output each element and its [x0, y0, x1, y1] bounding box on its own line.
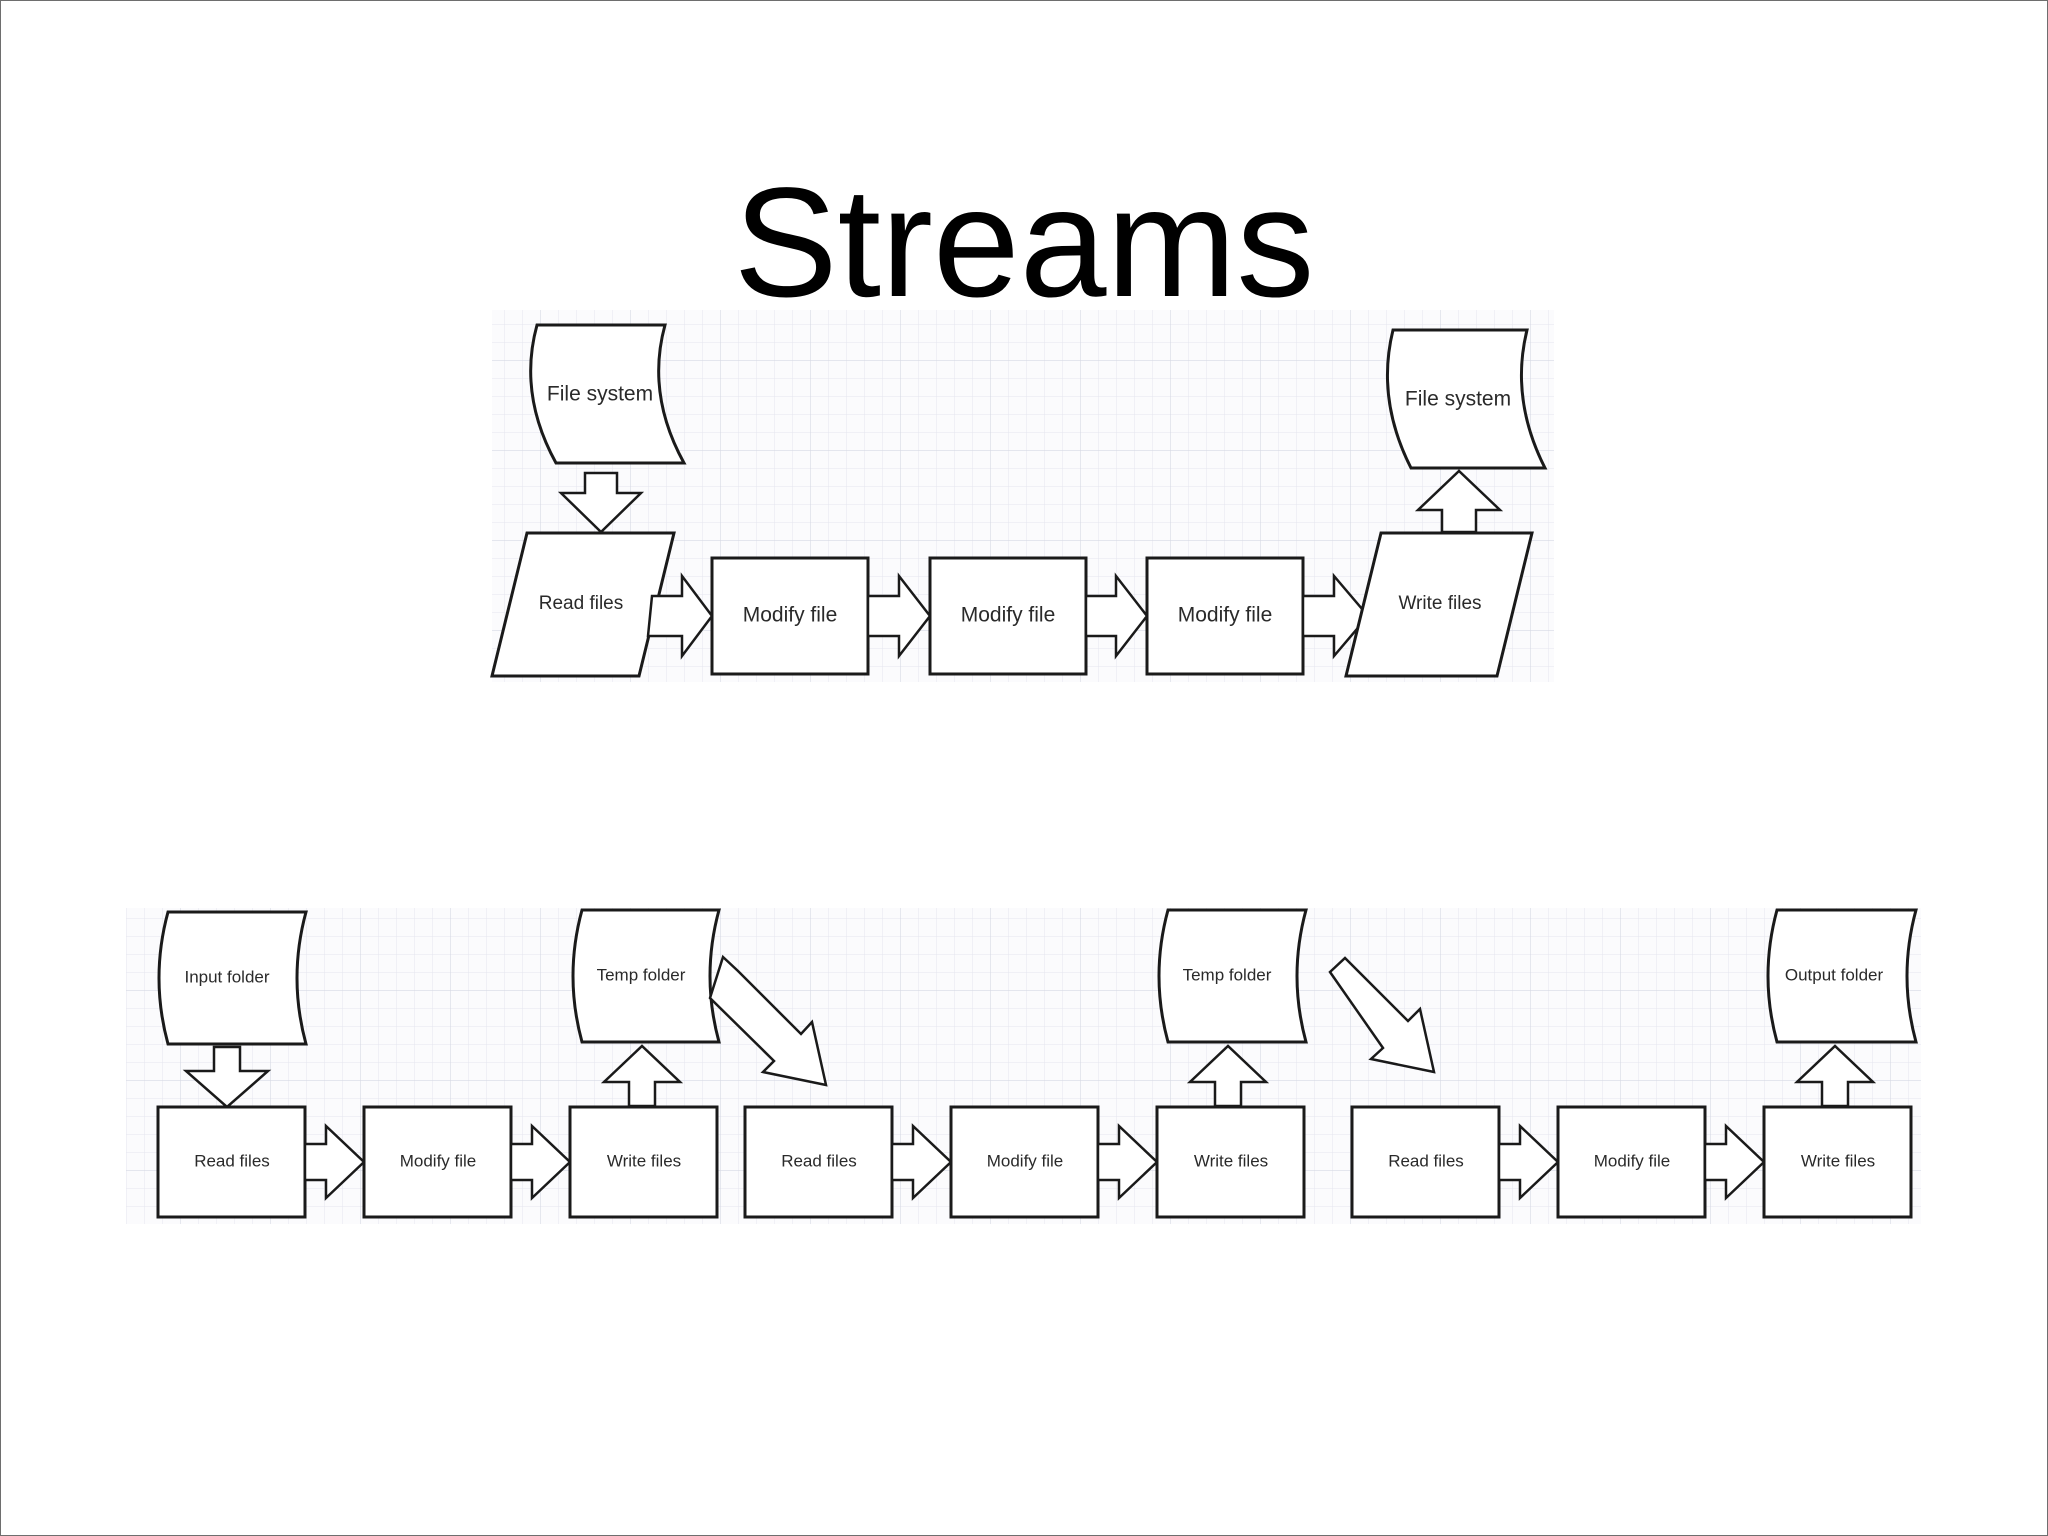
top-up-arrow	[1414, 469, 1504, 534]
bottom-up-arrow-2	[1186, 1044, 1270, 1108]
bottom-stage-2-write-files: Write files	[1155, 1105, 1306, 1219]
bottom-stage-3-read-label: Read files	[1388, 1151, 1464, 1170]
bottom-up-arrow-3	[1793, 1044, 1877, 1108]
bottom-diagonal-arrow-1	[708, 954, 828, 1087]
bottom-stage-3-read-files: Read files	[1350, 1105, 1501, 1219]
top-diagram: File system Read files Modify file Modif…	[490, 310, 1554, 682]
top-file-system-source: File system	[529, 323, 687, 465]
bottom-stage-1-arrow-2	[509, 1123, 572, 1201]
bottom-stage-3-modify-file: Modify file	[1556, 1105, 1707, 1219]
bottom-stage-2-read-label: Read files	[781, 1151, 857, 1170]
bottom-stage-2: Read files Modify file Write files	[743, 1105, 1306, 1219]
bottom-input-folder: Input folder	[157, 910, 308, 1046]
bottom-stage-3-arrow-2	[1703, 1123, 1766, 1201]
top-arrow-4	[1301, 572, 1370, 660]
bottom-temp-folder-1: Temp folder	[571, 908, 721, 1044]
bottom-temp-folder-2: Temp folder	[1157, 908, 1308, 1044]
bottom-stage-1-modify-file: Modify file	[362, 1105, 513, 1219]
bottom-stage-1-write-files: Write files	[568, 1105, 719, 1219]
top-write-files-label: Write files	[1398, 593, 1481, 614]
top-arrow-2	[866, 572, 932, 660]
bottom-diagram: Input folder Temp folder Temp folder Out…	[126, 908, 1921, 1224]
bottom-stage-2-read-files: Read files	[743, 1105, 894, 1219]
bottom-stage-3-modify-label: Modify file	[1594, 1151, 1671, 1170]
bottom-stage-1-read-files: Read files	[156, 1105, 307, 1219]
bottom-stage-2-arrow-1	[890, 1123, 953, 1201]
top-modify-file-2: Modify file	[928, 556, 1088, 676]
bottom-stage-1: Read files Modify file Write files	[156, 1105, 719, 1219]
bottom-stage-1-read-label: Read files	[194, 1151, 270, 1170]
top-modify-file-1-label: Modify file	[743, 604, 838, 627]
top-modify-file-1: Modify file	[710, 556, 870, 676]
top-read-files-label: Read files	[539, 593, 624, 614]
bottom-stage-1-write-label: Write files	[607, 1151, 681, 1170]
slide-title: Streams	[733, 156, 1315, 330]
top-arrow-1	[646, 572, 714, 660]
top-down-arrow	[557, 471, 645, 534]
bottom-stage-3-arrow-1	[1497, 1123, 1560, 1201]
top-arrow-3	[1084, 572, 1149, 660]
top-file-system-source-label: File system	[547, 383, 653, 406]
bottom-output-folder-label: Output folder	[1785, 965, 1884, 984]
bottom-temp-folder-2-label: Temp folder	[1183, 965, 1272, 984]
bottom-diagonal-arrow-2	[1328, 956, 1436, 1074]
bottom-down-arrow-1	[182, 1045, 272, 1109]
top-modify-file-3-label: Modify file	[1178, 604, 1273, 627]
bottom-stage-2-arrow-2	[1096, 1123, 1159, 1201]
bottom-stage-2-write-label: Write files	[1194, 1151, 1268, 1170]
top-read-files: Read files	[490, 531, 676, 678]
bottom-stage-2-modify-file: Modify file	[949, 1105, 1100, 1219]
top-file-system-sink: File system	[1385, 328, 1548, 470]
top-modify-file-3: Modify file	[1145, 556, 1305, 676]
bottom-stage-1-arrow-1	[303, 1123, 366, 1201]
bottom-stage-3-write-files: Write files	[1762, 1105, 1913, 1219]
top-modify-file-2-label: Modify file	[961, 604, 1056, 627]
bottom-temp-folder-1-label: Temp folder	[597, 965, 686, 984]
bottom-stage-3: Read files Modify file Write files	[1350, 1105, 1913, 1219]
top-file-system-sink-label: File system	[1405, 388, 1511, 411]
bottom-up-arrow-1	[600, 1044, 684, 1108]
top-write-files: Write files	[1344, 531, 1534, 678]
bottom-stage-2-modify-label: Modify file	[987, 1151, 1064, 1170]
bottom-output-folder: Output folder	[1766, 908, 1918, 1044]
bottom-stage-3-write-label: Write files	[1801, 1151, 1875, 1170]
bottom-input-folder-label: Input folder	[184, 967, 269, 986]
bottom-stage-1-modify-label: Modify file	[400, 1151, 477, 1170]
